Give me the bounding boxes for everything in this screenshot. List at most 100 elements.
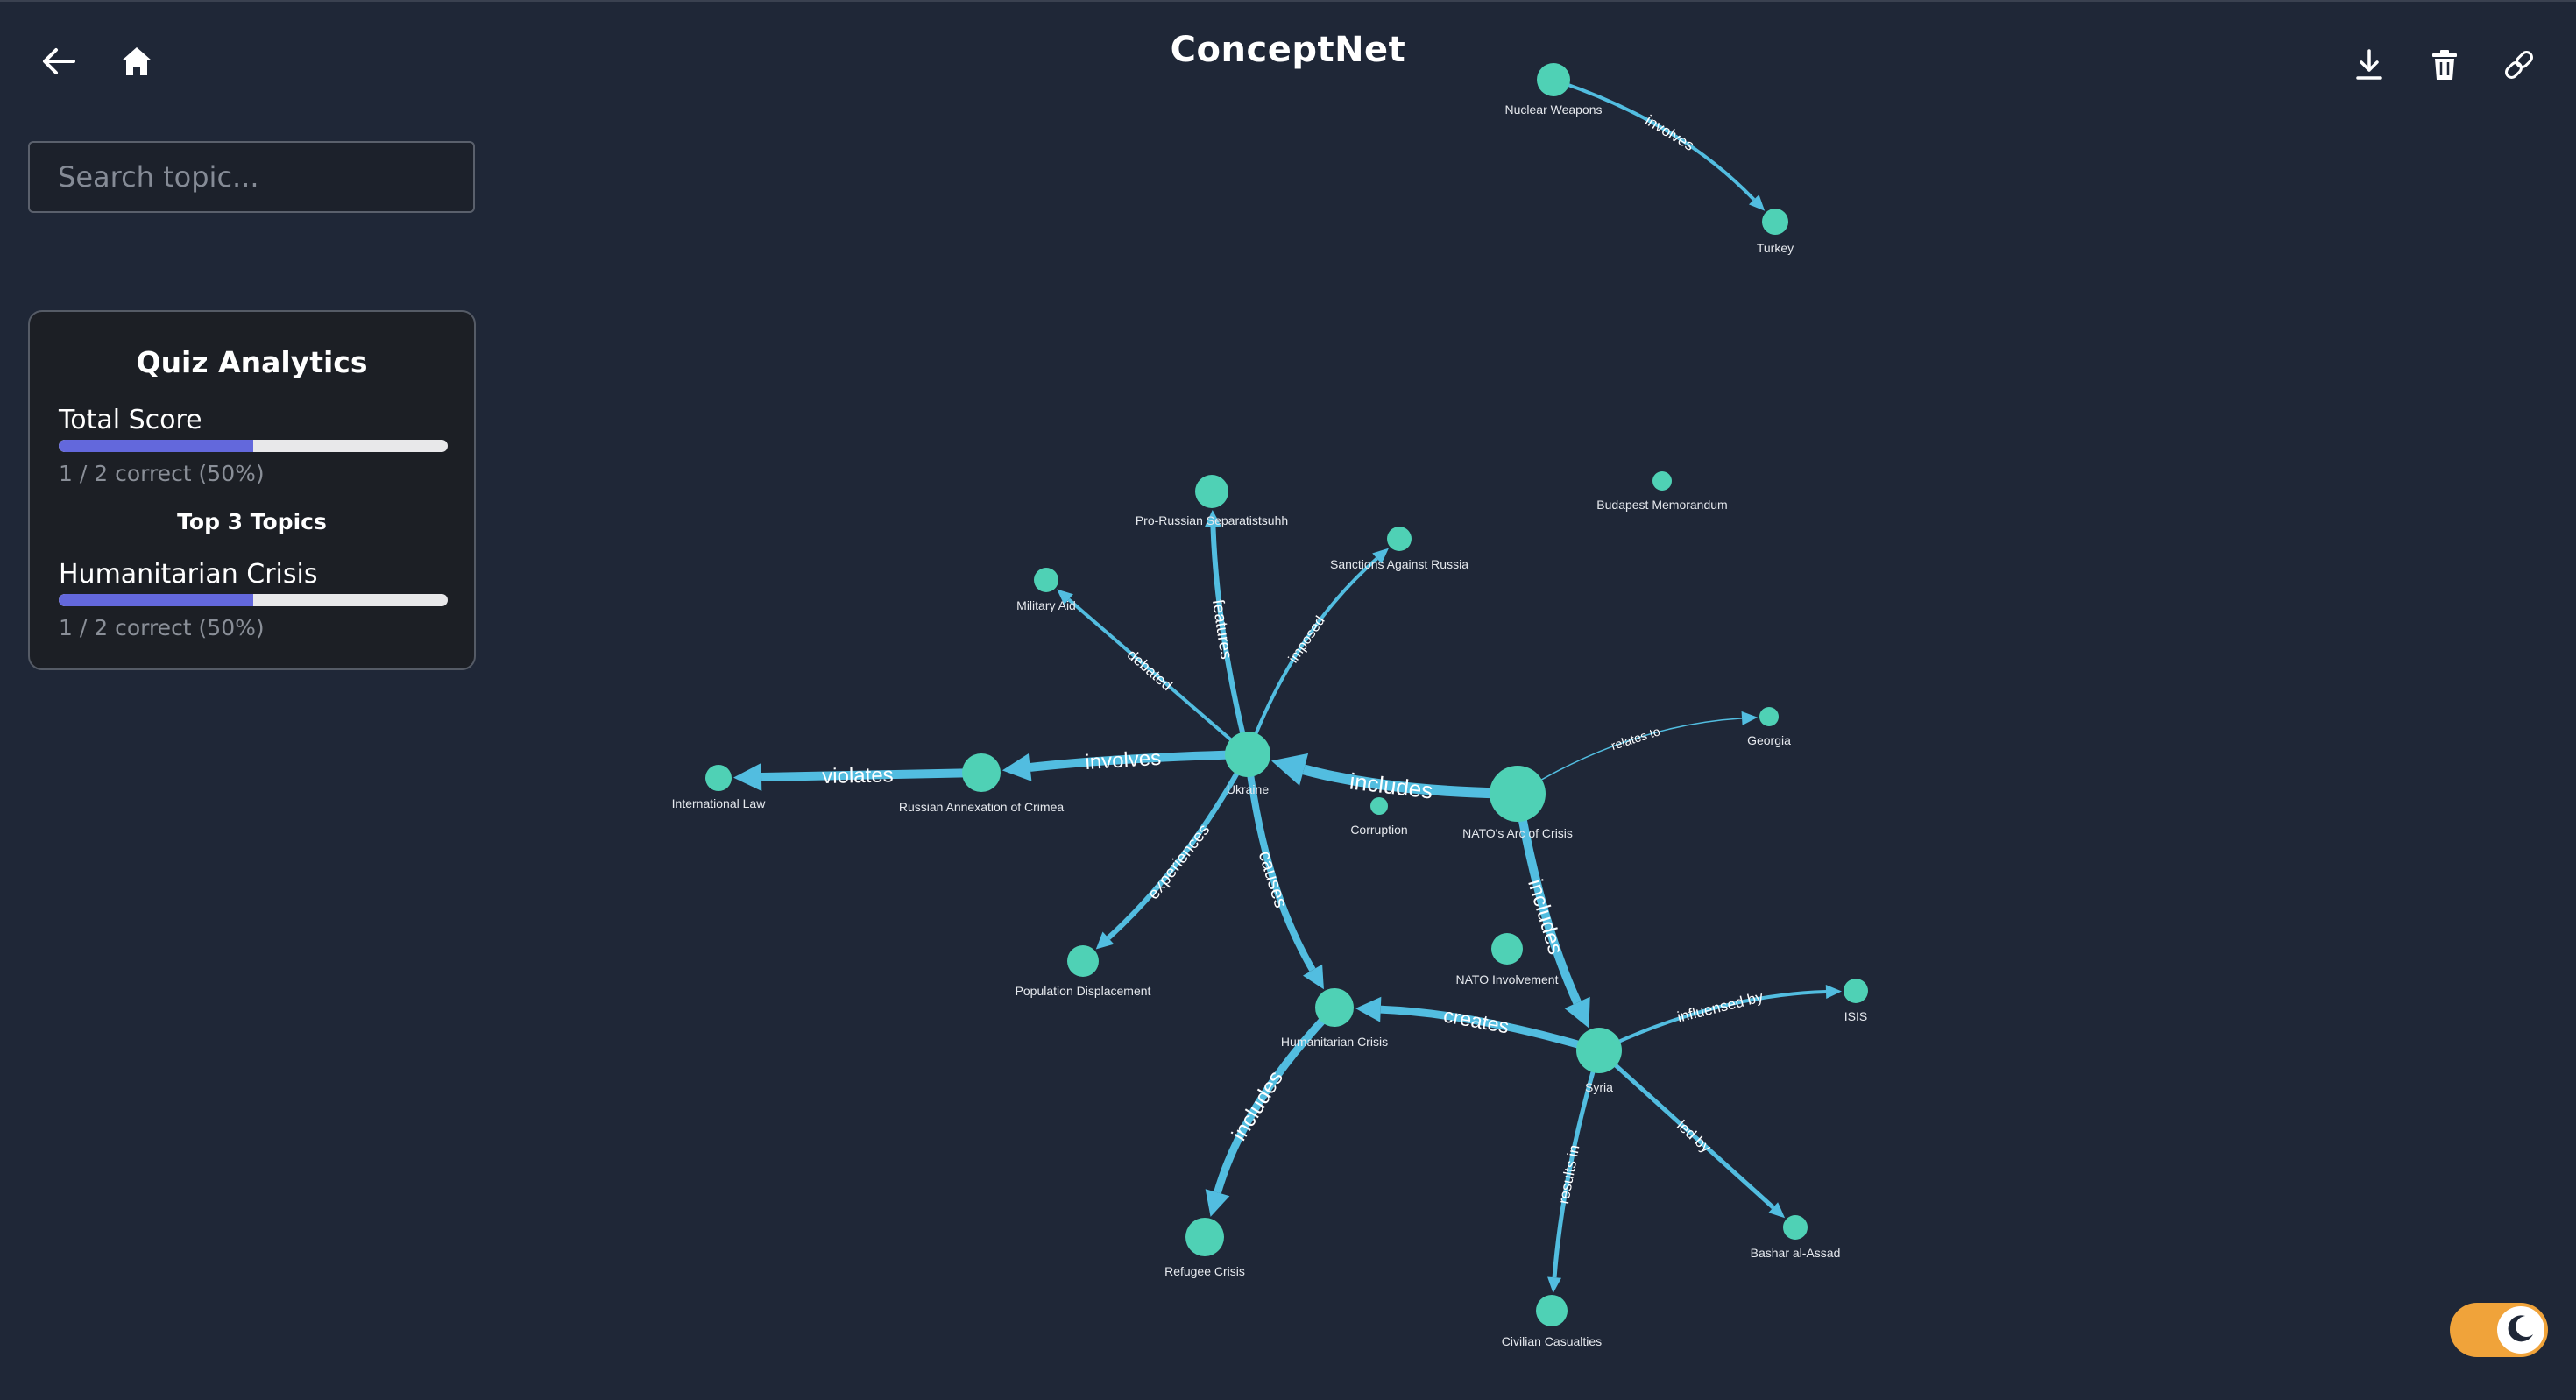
node-label: Military Aid [1016, 598, 1076, 612]
node-corruption[interactable]: Corruption [1350, 797, 1408, 837]
node-label: Humanitarian Crisis [1281, 1035, 1388, 1049]
node-circle[interactable] [1844, 979, 1868, 1003]
edge-nato_arc-ukraine[interactable]: includes [1271, 753, 1501, 804]
total-score-progress-bar [59, 440, 448, 452]
node-hum_crisis[interactable]: Humanitarian Crisis [1281, 988, 1388, 1049]
node-circle[interactable] [1490, 766, 1546, 822]
edge-ukraine-sanctions[interactable]: imposed [1250, 548, 1389, 743]
node-pop_disp[interactable]: Population Displacement [1016, 945, 1151, 998]
edge-ukraine-pop_disp[interactable]: experiences [1095, 765, 1243, 950]
edge-label: includes [1523, 877, 1568, 958]
download-button[interactable] [2348, 44, 2390, 86]
node-circle[interactable] [1067, 945, 1099, 977]
edge-line [1552, 1063, 1598, 1278]
download-icon [2355, 49, 2383, 81]
node-label: Population Displacement [1016, 984, 1151, 998]
search-input[interactable] [28, 141, 475, 213]
edge-ukraine-hum_crisis[interactable]: causes [1246, 767, 1324, 990]
edge-syria-isis[interactable]: influensed by [1610, 985, 1843, 1047]
node-label: Pro-Russian Separatistsuhh [1136, 513, 1288, 527]
node-label: Nuclear Weapons [1504, 103, 1602, 117]
node-turkey[interactable]: Turkey [1757, 209, 1794, 255]
topic-name: Humanitarian Crisis [59, 559, 318, 590]
edge-nato_arc-syria[interactable]: includes [1516, 809, 1590, 1029]
edge-arrowhead [1748, 194, 1766, 211]
node-label: Syria [1585, 1080, 1613, 1094]
node-georgia[interactable]: Georgia [1747, 707, 1791, 747]
edge-syria-civilian[interactable]: results in [1547, 1063, 1598, 1294]
node-circle[interactable] [1315, 988, 1354, 1027]
edge-label: involves [1085, 746, 1162, 774]
node-circle[interactable] [1762, 209, 1788, 235]
node-syria[interactable]: Syria [1576, 1028, 1622, 1094]
node-intl_law[interactable]: International Law [672, 765, 767, 810]
node-circle[interactable] [705, 765, 732, 791]
node-civilian[interactable]: Civilian Casualties [1502, 1295, 1602, 1348]
node-circle[interactable] [1652, 471, 1672, 491]
node-circle[interactable] [1783, 1215, 1808, 1240]
node-circle[interactable] [1387, 527, 1412, 551]
node-assad[interactable]: Bashar al-Assad [1751, 1215, 1841, 1260]
node-circle[interactable] [1034, 568, 1058, 592]
node-label: Refugee Crisis [1164, 1264, 1245, 1278]
top-border [0, 0, 2576, 2]
edge-crimea-intl_law[interactable]: violates [732, 763, 970, 792]
home-button[interactable] [114, 40, 159, 82]
edge-ukraine-crimea[interactable]: involves [1001, 746, 1235, 781]
node-circle[interactable] [962, 753, 1001, 792]
node-label: Civilian Casualties [1502, 1334, 1602, 1348]
node-ukraine[interactable]: Ukraine [1225, 732, 1270, 796]
dark-mode-toggle[interactable] [2450, 1303, 2548, 1357]
node-crimea[interactable]: Russian Annexation of Crimea [899, 753, 1065, 814]
edge-line [1532, 718, 1743, 786]
node-military_aid[interactable]: Military Aid [1016, 568, 1076, 612]
node-label: Turkey [1757, 241, 1794, 255]
link-button[interactable] [2497, 44, 2541, 86]
node-circle[interactable] [1195, 475, 1228, 508]
node-circle[interactable] [1537, 63, 1570, 96]
node-sanctions[interactable]: Sanctions Against Russia [1330, 527, 1468, 571]
node-circle[interactable] [1370, 797, 1388, 815]
edge-line [761, 768, 970, 782]
edge-nato_arc-georgia[interactable]: relates to [1532, 711, 1759, 786]
node-label: Ukraine [1227, 782, 1269, 796]
node-circle[interactable] [1576, 1028, 1622, 1073]
edge-arrowhead [1057, 589, 1073, 605]
edge-label: results in [1555, 1143, 1582, 1205]
node-label: Sanctions Against Russia [1330, 557, 1468, 571]
edge-arrowhead [1768, 1202, 1786, 1219]
node-nato_inv[interactable]: NATO Involvement [1456, 933, 1559, 986]
edge-label: imposed [1286, 613, 1328, 666]
node-refugee[interactable]: Refugee Crisis [1164, 1218, 1245, 1278]
edge-ukraine-pro_russian[interactable]: features [1204, 509, 1248, 742]
quiz-analytics-panel: Quiz Analytics Total Score 1 / 2 correct… [28, 310, 476, 670]
edge-label: includes [1228, 1067, 1288, 1145]
total-score-progress-fill [59, 440, 253, 452]
back-arrow-icon [42, 47, 75, 75]
node-label: Bashar al-Assad [1751, 1246, 1841, 1260]
link-icon [2502, 48, 2536, 81]
edge-label: influensed by [1675, 988, 1765, 1026]
node-circle[interactable] [1491, 933, 1523, 965]
node-circle[interactable] [1759, 707, 1779, 726]
node-label: Georgia [1747, 733, 1791, 747]
edge-arrowhead [1302, 964, 1324, 990]
edge-syria-hum_crisis[interactable]: creates [1355, 996, 1588, 1051]
node-nuclear[interactable]: Nuclear Weapons [1504, 63, 1603, 117]
node-circle[interactable] [1225, 732, 1270, 777]
edge-line [1250, 556, 1378, 743]
node-circle[interactable] [1185, 1218, 1224, 1256]
node-nato_arc[interactable]: NATO's Arc of Crisis [1462, 766, 1573, 840]
edge-label: relates to [1610, 724, 1662, 753]
node-label: Corruption [1350, 823, 1407, 837]
edge-syria-assad[interactable]: led by [1607, 1057, 1786, 1219]
node-pro_russian[interactable]: Pro-Russian Separatistsuhh [1136, 475, 1288, 527]
edge-arrowhead [1204, 509, 1222, 527]
back-button[interactable] [35, 40, 82, 82]
node-budapest[interactable]: Budapest Memorandum [1596, 471, 1728, 512]
node-isis[interactable]: ISIS [1844, 979, 1868, 1023]
delete-button[interactable] [2424, 44, 2466, 86]
node-circle[interactable] [1536, 1295, 1568, 1326]
